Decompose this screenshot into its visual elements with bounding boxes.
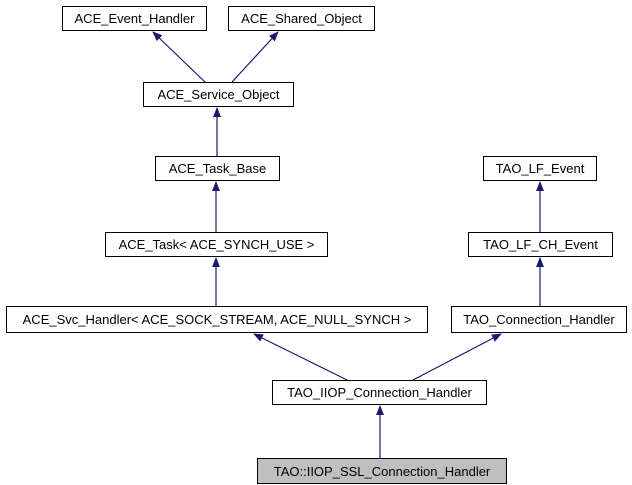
class-node-ace-event-handler[interactable]: ACE_Event_Handler xyxy=(62,6,207,31)
class-node-label: TAO_IIOP_Connection_Handler xyxy=(287,385,472,400)
class-node-tao-lf-ch-event[interactable]: TAO_LF_CH_Event xyxy=(468,232,613,257)
class-node-ace-service-object[interactable]: ACE_Service_Object xyxy=(143,82,294,107)
class-node-label: ACE_Shared_Object xyxy=(241,11,362,26)
class-node-label: ACE_Svc_Handler< ACE_SOCK_STREAM, ACE_NU… xyxy=(22,312,412,327)
class-node-ace-task-base[interactable]: ACE_Task_Base xyxy=(155,156,280,181)
inheritance-arrow-ace-service-object-to-ace-shared-object xyxy=(231,31,279,83)
class-node-tao-connection-handler[interactable]: TAO_Connection_Handler xyxy=(451,306,627,333)
class-node-tao-iiop-connection-handler[interactable]: TAO_IIOP_Connection_Handler xyxy=(272,380,487,405)
class-node-label: ACE_Task_Base xyxy=(168,161,267,176)
class-node-label: TAO::IIOP_SSL_Connection_Handler xyxy=(273,463,491,479)
inheritance-arrow-tao-iiop-connection-handler-to-tao-connection-handler xyxy=(412,333,502,381)
class-node-ace-svc-handler[interactable]: ACE_Svc_Handler< ACE_SOCK_STREAM, ACE_NU… xyxy=(6,306,428,333)
class-node-label: TAO_LF_Event xyxy=(495,161,585,176)
class-node-label: TAO_Connection_Handler xyxy=(463,312,615,327)
class-node-ace-shared-object[interactable]: ACE_Shared_Object xyxy=(228,6,375,31)
class-node-label: ACE_Task< ACE_SYNCH_USE > xyxy=(118,237,315,252)
class-node-label: TAO_LF_CH_Event xyxy=(483,237,598,252)
class-node-label: ACE_Event_Handler xyxy=(74,11,195,26)
class-node-tao-lf-event[interactable]: TAO_LF_Event xyxy=(483,156,597,181)
inheritance-arrow-ace-service-object-to-ace-event-handler xyxy=(152,31,206,83)
class-node-ace-task[interactable]: ACE_Task< ACE_SYNCH_USE > xyxy=(105,232,328,257)
class-node-label: ACE_Service_Object xyxy=(157,87,280,102)
class-node-tao-iiop-ssl-connection-handler: TAO::IIOP_SSL_Connection_Handler xyxy=(257,458,507,484)
inheritance-arrow-tao-iiop-connection-handler-to-ace-svc-handler xyxy=(253,333,348,381)
